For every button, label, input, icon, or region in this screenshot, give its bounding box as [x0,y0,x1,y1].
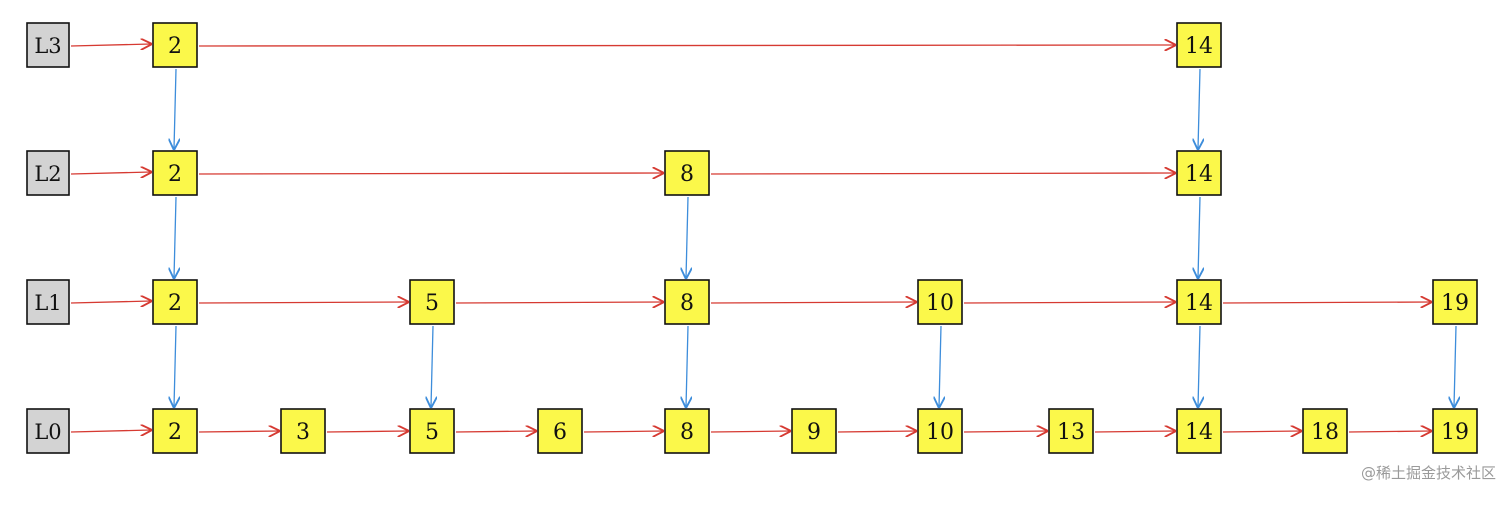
next-pointer-arrow [1094,431,1175,432]
node-value: 2 [168,291,182,316]
node-value: 14 [1185,291,1213,316]
node-2-l3: 2 [152,22,198,68]
node-10-l0: 10 [917,408,963,454]
level-label: L2 [34,162,61,186]
next-pointer-arrow [1222,431,1301,432]
node-value: 2 [168,34,182,59]
node-value: 2 [168,420,182,445]
node-value: 3 [296,420,310,445]
node-value: 2 [168,162,182,187]
next-pointer-arrow [583,431,663,432]
node-10-l1: 10 [917,279,963,325]
next-pointer-arrow [455,302,663,303]
down-pointer-arrow [1198,325,1200,407]
level-label: L1 [34,291,61,315]
node-3-l0: 3 [280,408,326,454]
node-value: 14 [1185,420,1213,445]
down-pointer-arrows [174,68,1456,407]
node-14-l1: 14 [1176,279,1222,325]
next-pointer-arrow [710,173,1175,174]
node-value: 14 [1185,162,1213,187]
node-5-l1: 5 [409,279,455,325]
node-2-l2: 2 [152,150,198,196]
down-pointer-arrow [1198,196,1200,278]
node-13-l0: 13 [1048,408,1094,454]
down-pointer-arrow [686,196,688,278]
watermark: @稀土掘金技术社区 [1360,464,1496,482]
node-14-l2: 14 [1176,150,1222,196]
node-value: 18 [1311,420,1339,445]
head-pointer-arrow [70,301,151,303]
node-2-l0: 2 [152,408,198,454]
node-value: 8 [680,291,694,316]
next-pointer-arrow [710,302,916,303]
node-value: 9 [807,420,821,445]
level-header-l3: L3 [26,22,70,68]
next-pointer-arrow [963,431,1047,432]
next-pointer-arrow [710,431,790,432]
node-14-l3: 14 [1176,22,1222,68]
level-header-l2: L2 [26,150,70,196]
next-pointer-arrows [70,44,1431,432]
next-pointer-arrow [837,431,916,432]
node-value: 8 [680,162,694,187]
node-18-l0: 18 [1302,408,1348,454]
level-header-l0: L0 [26,408,70,454]
node-19-l1: 19 [1432,279,1478,325]
next-pointer-arrow [198,431,279,432]
node-value: 13 [1057,420,1085,445]
down-pointer-arrow [939,325,941,407]
next-pointer-arrow [198,45,1175,46]
down-pointer-arrow [431,325,433,407]
node-value: 10 [926,291,954,316]
node-8-l0: 8 [664,408,710,454]
level-label: L0 [34,420,61,444]
down-pointer-arrow [174,68,176,149]
node-value: 10 [926,420,954,445]
node-5-l0: 5 [409,408,455,454]
node-19-l0: 19 [1432,408,1478,454]
node-value: 19 [1441,291,1469,316]
next-pointer-arrow [1222,302,1431,303]
node-value: 19 [1441,420,1469,445]
node-value: 6 [553,420,567,445]
node-14-l0: 14 [1176,408,1222,454]
node-6-l0: 6 [537,408,583,454]
down-pointer-arrow [1198,68,1200,149]
down-pointer-arrow [686,325,688,407]
node-9-l0: 9 [791,408,837,454]
node-value: 5 [425,291,439,316]
down-pointer-arrow [174,325,176,407]
node-8-l1: 8 [664,279,710,325]
level-header-l1: L1 [26,279,70,325]
next-pointer-arrow [455,431,536,432]
node-value: 5 [425,420,439,445]
node-8-l2: 8 [664,150,710,196]
next-pointer-arrow [198,302,408,303]
node-value: 8 [680,420,694,445]
down-pointer-arrow [174,196,176,278]
next-pointer-arrow [963,302,1175,303]
head-pointer-arrow [70,430,151,432]
skip-list-nodes: 2 14 2 8 14 2 5 8 10 14 19 2 3 5 6 8 9 10 13 14 18 19 [152,22,1478,454]
head-pointer-arrow [70,44,151,46]
node-value: 14 [1185,34,1213,59]
next-pointer-arrow [198,173,663,174]
next-pointer-arrow [326,431,408,432]
next-pointer-arrow [1348,431,1431,432]
level-label: L3 [34,34,61,58]
node-2-l1: 2 [152,279,198,325]
head-pointer-arrow [70,172,151,174]
down-pointer-arrow [1454,325,1456,407]
